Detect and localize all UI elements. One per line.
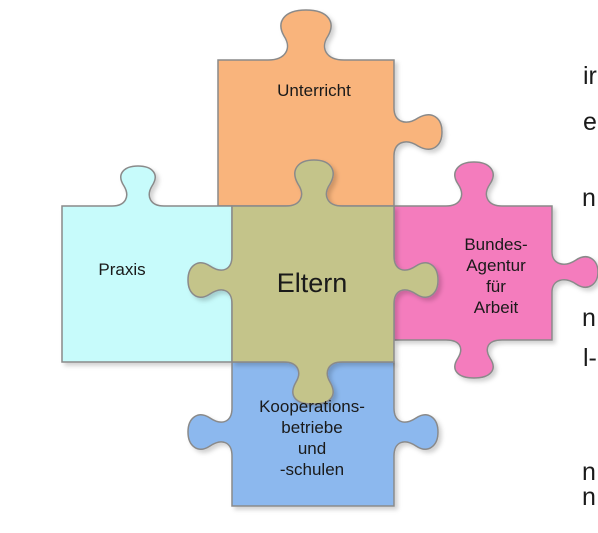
text-fragment-6: n [582,458,596,486]
label-line: Bundes- [464,235,527,254]
label-line: Agentur [466,256,526,275]
puzzle-piece-eltern [187,159,439,405]
label-line: -schulen [280,460,344,479]
label-line: und [298,439,326,458]
label-line: Arbeit [474,298,519,317]
label-kooperation: Kooperations-betriebe und -schulen [259,397,365,479]
puzzle-piece-kooperation [187,361,439,507]
label-line: Kooperations- [259,397,365,416]
label-line: für [486,277,506,296]
label-line: Unterricht [277,81,351,100]
label-praxis: Praxis [98,260,145,279]
label-line: Eltern [277,268,348,298]
label-line: Praxis [98,260,145,279]
text-fragment-1: ir [583,62,597,90]
text-fragment-3: n [582,184,596,212]
label-eltern: Eltern [277,268,348,298]
text-fragment-4: n [582,304,596,332]
puzzle-piece-unterricht [217,9,443,207]
text-fragment-7: n, [582,483,598,511]
text-fragment-2: e [583,108,597,136]
puzzle-piece-praxis [61,165,233,363]
text-fragment-5: l- [583,344,597,372]
label-unterricht: Unterricht [277,81,351,100]
label-line: betriebe [281,418,342,437]
